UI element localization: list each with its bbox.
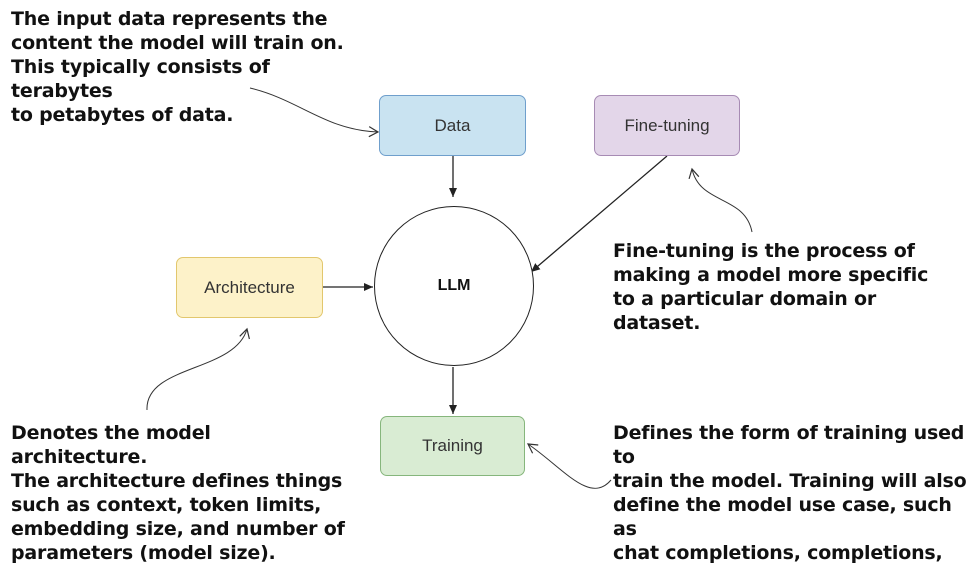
fine-tuning-annotation: Fine-tuning is the process of making a m… [613,240,929,334]
architecture-node: Architecture [176,257,323,318]
callout-architecture [146,327,250,411]
arrow-fine-tuning-to-llm [530,155,668,273]
training-node: Training [380,416,525,476]
training-annotation: Defines the form of training used to tra… [613,422,967,569]
data-annotation: The input data represents the content th… [11,8,344,126]
callout-training [526,443,612,489]
callout-fine-tuning [688,167,753,233]
data-node: Data [379,95,526,156]
fine-tuning-node: Fine-tuning [594,95,740,156]
llm-node: LLM [374,206,534,366]
callout-data [249,87,380,138]
architecture-annotation: Denotes the model architecture. The arch… [11,422,345,564]
